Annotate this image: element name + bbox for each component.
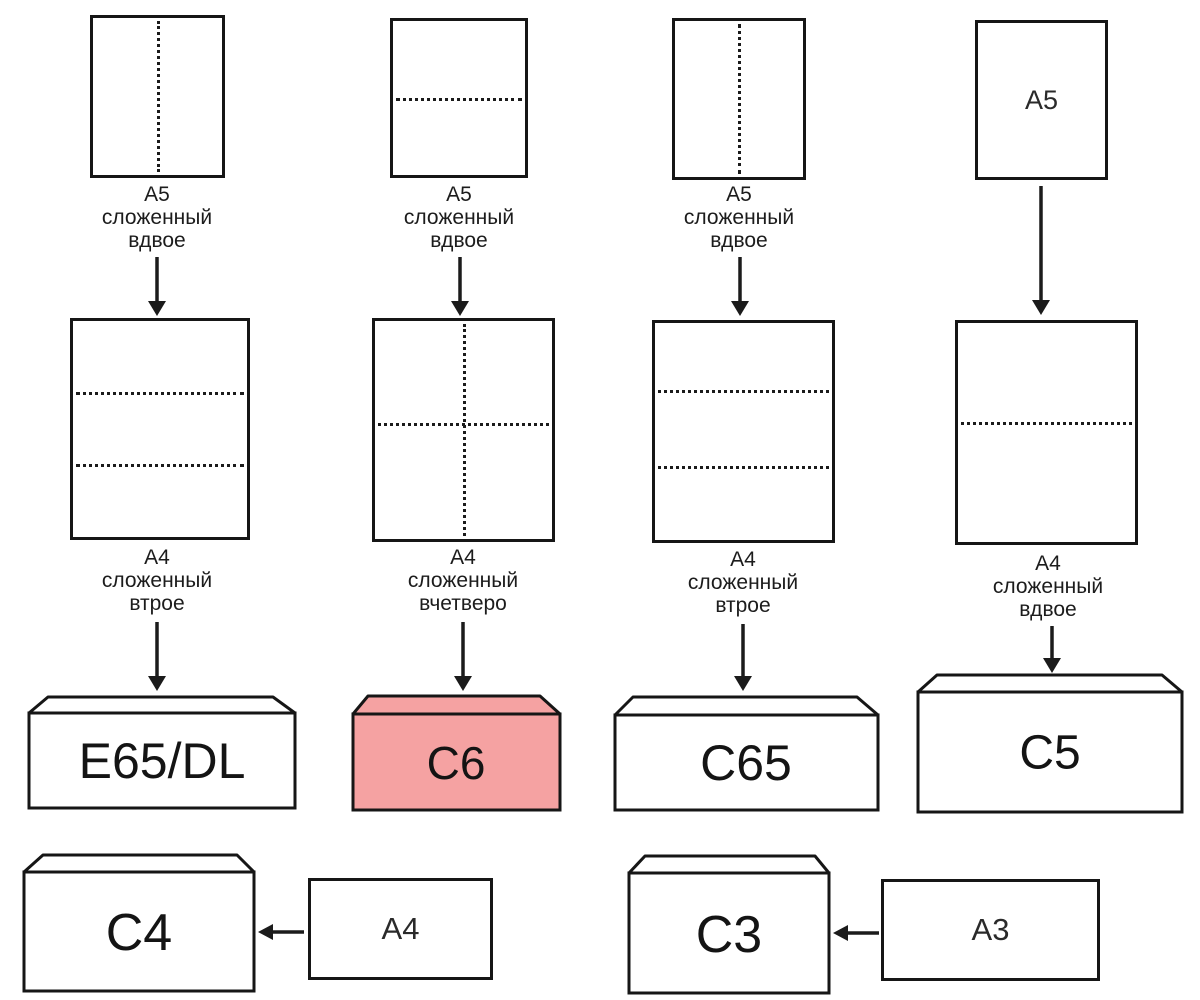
envelope-c65: C65 <box>613 695 880 812</box>
caption-line: вдвое <box>430 229 488 252</box>
arrow-down-icon <box>148 622 166 691</box>
envelope-c5: C5 <box>916 673 1184 814</box>
fold-line-horizontal <box>658 466 829 470</box>
caption-line: A4 <box>1035 552 1061 575</box>
caption-line: A5 <box>144 183 170 206</box>
caption-line: сложенный <box>403 206 515 229</box>
arrow-down-icon <box>148 257 166 316</box>
caption-line: сложенный <box>687 571 799 594</box>
caption-a4-col4: A4 сложенный вдвое <box>948 552 1148 621</box>
sheet-a5-folded-half-col1 <box>90 15 225 178</box>
sheet-label: A3 <box>971 912 1010 947</box>
arrow-down-icon <box>1043 626 1061 673</box>
sheet-a4-source: A4 <box>308 878 493 980</box>
arrow-left-icon <box>258 924 304 940</box>
sheet-a4-folded-quarters-col2 <box>372 318 555 542</box>
caption-line: A4 <box>450 546 476 569</box>
envelope-label: C5 <box>1019 727 1080 780</box>
fold-line-vertical <box>738 24 741 174</box>
caption-line: сложенный <box>683 206 795 229</box>
fold-line-horizontal <box>658 390 829 394</box>
envelope-label: C4 <box>106 904 172 962</box>
sheet-label: A5 <box>1024 84 1059 115</box>
caption-a5-col1: A5 сложенный вдвое <box>57 183 257 252</box>
caption-line: сложенный <box>101 569 213 592</box>
envelope-label: C6 <box>427 737 486 789</box>
caption-line: вдвое <box>710 229 768 252</box>
caption-line: A4 <box>730 548 756 571</box>
caption-line: вдвое <box>1019 598 1077 621</box>
sheet-a4-folded-thirds-col3 <box>652 320 835 543</box>
caption-line: сложенный <box>992 575 1104 598</box>
envelope-c4: C4 <box>22 853 256 993</box>
caption-a5-col2: A5 сложенный вдвое <box>359 183 559 252</box>
arrow-left-icon <box>833 925 879 941</box>
arrow-down-icon <box>1032 186 1050 315</box>
arrow-down-icon <box>734 624 752 691</box>
envelope-c6-highlighted: C6 <box>351 694 562 812</box>
fold-line-vertical <box>462 324 466 536</box>
envelope-top-face <box>351 694 562 716</box>
fold-line-horizontal <box>76 392 244 396</box>
fold-line-horizontal <box>961 421 1132 425</box>
fold-line-horizontal <box>76 463 244 467</box>
envelope-label: E65/DL <box>79 733 246 789</box>
fold-line-horizontal <box>396 98 522 101</box>
caption-line: A4 <box>144 546 170 569</box>
sheet-a4-folded-thirds-col1 <box>70 318 250 540</box>
caption-line: втрое <box>129 592 185 615</box>
sheet-label: A4 <box>381 911 420 946</box>
fold-line-horizontal <box>378 423 549 427</box>
sheet-a5-folded-half-col3 <box>672 18 806 180</box>
caption-line: A5 <box>446 183 472 206</box>
caption-line: сложенный <box>101 206 213 229</box>
caption-line: сложенный <box>407 569 519 592</box>
envelope-label: C3 <box>696 906 762 964</box>
envelope-c3: C3 <box>627 854 831 995</box>
caption-a4-col3: A4 сложенный втрое <box>643 548 843 617</box>
caption-line: A5 <box>726 183 752 206</box>
sheet-a5-folded-half-col2 <box>390 18 528 178</box>
envelope-label: C65 <box>700 735 792 791</box>
sheet-a4-folded-half-col4 <box>955 320 1138 545</box>
caption-a4-col2: A4 сложенный вчетверо <box>363 546 563 615</box>
envelope-e65dl: E65/DL <box>27 695 297 810</box>
sheet-a5-plain-col4: A5 <box>975 20 1108 180</box>
sheet-a3-source: A3 <box>881 879 1100 981</box>
caption-line: втрое <box>715 594 771 617</box>
caption-a5-col3: A5 сложенный вдвое <box>639 183 839 252</box>
envelope-front-face <box>351 712 562 812</box>
arrow-down-icon <box>451 257 469 316</box>
fold-line-vertical <box>156 21 160 172</box>
arrow-down-icon <box>454 622 472 691</box>
caption-line: вдвое <box>128 229 186 252</box>
arrow-down-icon <box>731 257 749 316</box>
caption-a4-col1: A4 сложенный втрое <box>57 546 257 615</box>
caption-line: вчетверо <box>419 592 507 615</box>
